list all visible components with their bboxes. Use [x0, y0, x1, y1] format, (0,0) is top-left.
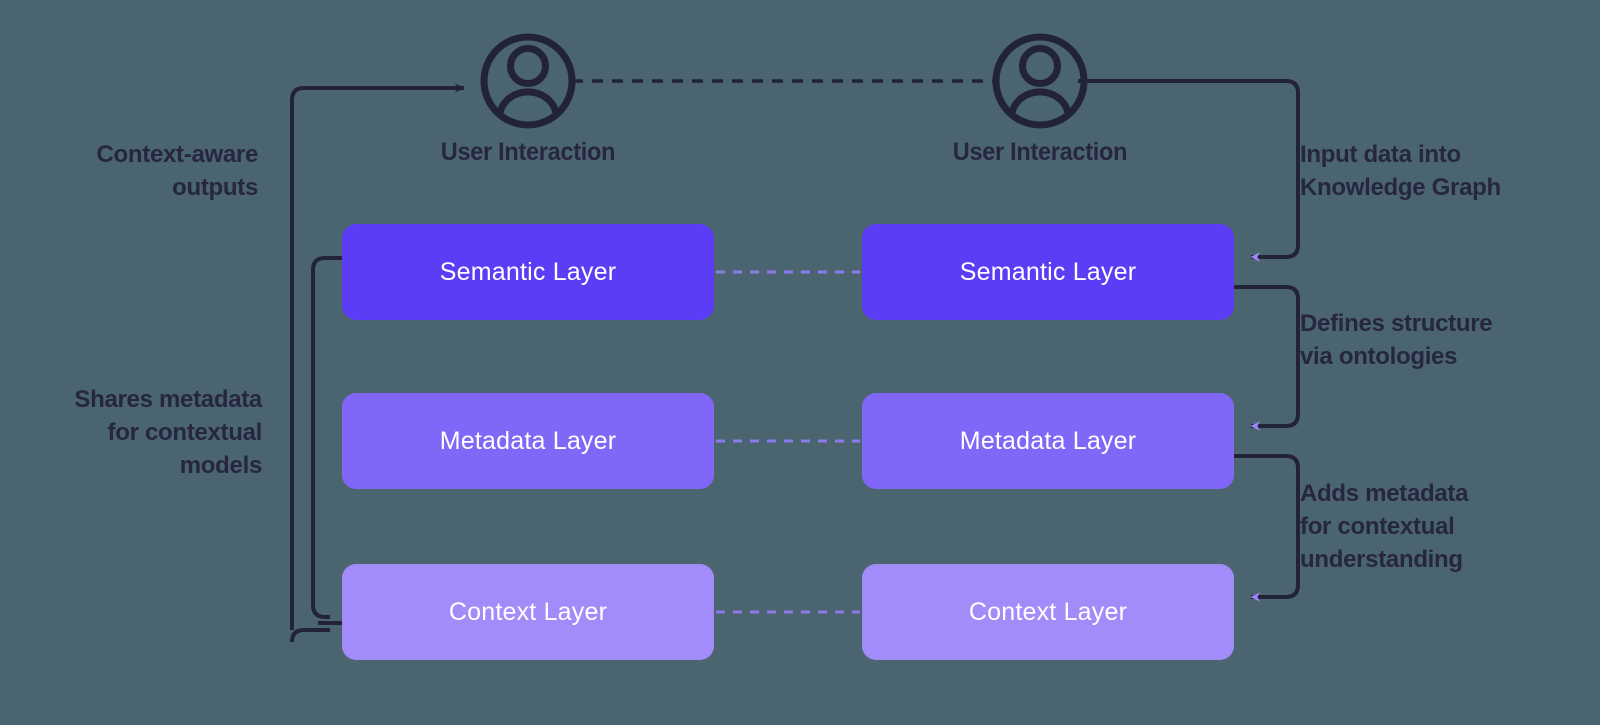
edge-label-input-data-into-kg: Input data into Knowledge Graph [1300, 138, 1590, 204]
wire-context-to-actor-head [290, 628, 325, 643]
wire-left-metadata-to-context [311, 256, 342, 619]
wire-context-to-actor [290, 86, 464, 630]
edge-label-defines-structure: Defines structure via ontologies [1300, 307, 1590, 373]
node-left-semantic[interactable]: Semantic Layer [342, 224, 714, 320]
edge-label-adds-metadata: Adds metadata for contextual understandi… [1300, 477, 1590, 576]
wire-metadata-to-context [1234, 454, 1300, 602]
node-label: Semantic Layer [959, 257, 1137, 286]
node-right-semantic[interactable]: Semantic Layer [862, 224, 1234, 320]
edge-label-line: via ontologies [1300, 343, 1458, 370]
node-left-metadata[interactable]: Metadata Layer [342, 393, 714, 489]
actor-label-left: User Interaction [440, 138, 616, 166]
user-icon [992, 33, 1088, 129]
node-label: Metadata Layer [959, 426, 1137, 455]
user-icon [480, 33, 576, 129]
edge-label-line: Knowledge Graph [1300, 174, 1501, 201]
actor-label-right: User Interaction [952, 138, 1128, 166]
edge-label-line: for contextual [1300, 513, 1455, 540]
edge-label-line: understanding [1300, 546, 1463, 573]
edge-label-line: Shares metadata [74, 386, 262, 413]
node-right-context[interactable]: Context Layer [862, 564, 1234, 660]
edge-label-line: for contextual [107, 419, 263, 446]
node-left-context[interactable]: Context Layer [342, 564, 714, 660]
edge-label-line: Input data into [1300, 141, 1461, 168]
wire-semantic-to-metadata [1234, 285, 1300, 431]
node-right-metadata[interactable]: Metadata Layer [862, 393, 1234, 489]
edge-label-line: Adds metadata [1300, 480, 1469, 507]
node-label: Context Layer [968, 597, 1128, 626]
edge-label-line: outputs [172, 174, 258, 201]
node-label: Metadata Layer [439, 426, 617, 455]
edge-label-shares-metadata: Shares metadata for contextual models [20, 383, 262, 482]
edge-label-line: models [179, 452, 263, 479]
edge-label-line: Defines structure [1300, 310, 1493, 337]
edge-label-context-aware-outputs: Context-aware outputs [20, 138, 259, 204]
edge-label-line: Context-aware [96, 141, 259, 168]
node-label: Context Layer [448, 597, 608, 626]
node-label: Semantic Layer [439, 257, 617, 286]
